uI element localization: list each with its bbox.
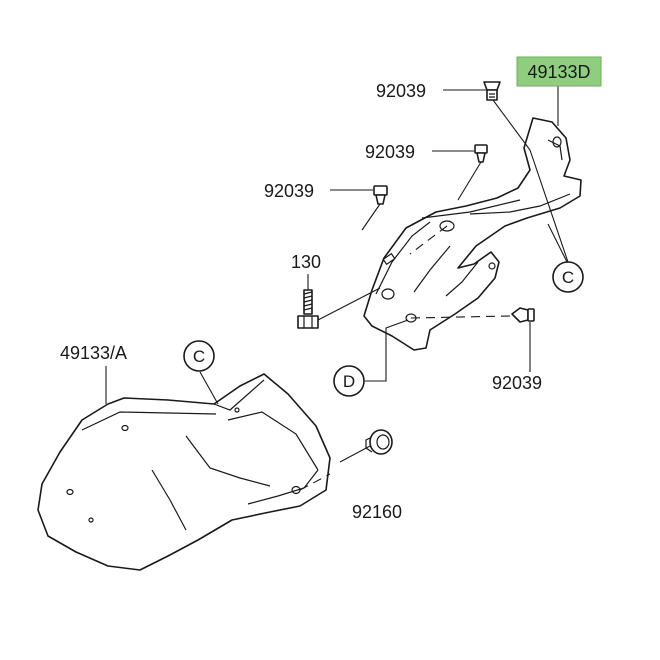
cover-crease-2 <box>81 411 217 431</box>
svg-text:D: D <box>343 372 355 391</box>
part-number-92039-right: 92039 <box>492 373 542 393</box>
part-number-92039-upper: 92039 <box>365 142 415 162</box>
leader-clip-top-to-c <box>492 99 569 263</box>
cover-hole-2 <box>66 488 74 496</box>
part-number-92039-top: 92039 <box>376 81 426 101</box>
leader-c-cover <box>199 371 219 405</box>
leader-c-bracket <box>547 223 568 263</box>
clip-top <box>483 81 501 101</box>
clip-right <box>511 307 535 323</box>
bracket-slot <box>382 252 396 266</box>
align-dash-top <box>409 225 448 255</box>
bracket-ridge-3 <box>469 193 571 215</box>
part-number-92160: 92160 <box>352 502 402 522</box>
leader-d <box>365 319 409 382</box>
leader-bolt-to-bracket <box>317 287 381 321</box>
leader-clip-upper-down <box>457 161 482 201</box>
svg-text:C: C <box>193 347 205 366</box>
bracket-ridge-2 <box>375 221 431 295</box>
highlight-box <box>516 56 602 87</box>
cover-hole-5 <box>234 407 240 413</box>
part-number-49133d: 49133D <box>527 62 590 82</box>
cover-crease-3 <box>227 411 319 471</box>
callout-c-bracket: C <box>552 261 584 293</box>
cover-crease-5 <box>247 469 319 505</box>
part-number-130: 130 <box>291 252 321 272</box>
cover-hole-3 <box>88 517 94 523</box>
cover-crease-1 <box>213 379 265 411</box>
bracket-outline <box>363 117 582 351</box>
bracket-hole-tab <box>552 136 562 148</box>
cover-crease-6 <box>151 469 187 531</box>
bracket-hole-mid <box>381 288 395 300</box>
part-number-49133a: 49133/A <box>60 343 127 363</box>
part-number-92039-left: 92039 <box>264 181 314 201</box>
grommet-92160 <box>339 429 393 463</box>
bracket-ridge-4 <box>413 245 451 293</box>
cover-dash <box>299 473 331 491</box>
align-dash-right <box>410 315 511 319</box>
callout-d-bracket: D <box>333 365 365 397</box>
bracket-part <box>363 117 582 351</box>
leader-clip-left-down <box>361 203 381 231</box>
bracket-hole-right <box>488 262 496 270</box>
callout-c-cover: C <box>183 340 215 372</box>
bracket-ridge-5 <box>445 261 479 297</box>
clip-upper <box>474 144 488 163</box>
cover-part <box>37 373 331 571</box>
cover-crease-4 <box>185 435 271 487</box>
bracket-hole-top <box>439 220 455 232</box>
cover-outline <box>37 373 331 571</box>
clip-left <box>373 185 388 205</box>
cover-hole-1 <box>121 424 129 432</box>
bracket-ridge-1 <box>421 199 521 219</box>
svg-text:C: C <box>562 268 574 287</box>
bolt-130 <box>297 289 319 329</box>
